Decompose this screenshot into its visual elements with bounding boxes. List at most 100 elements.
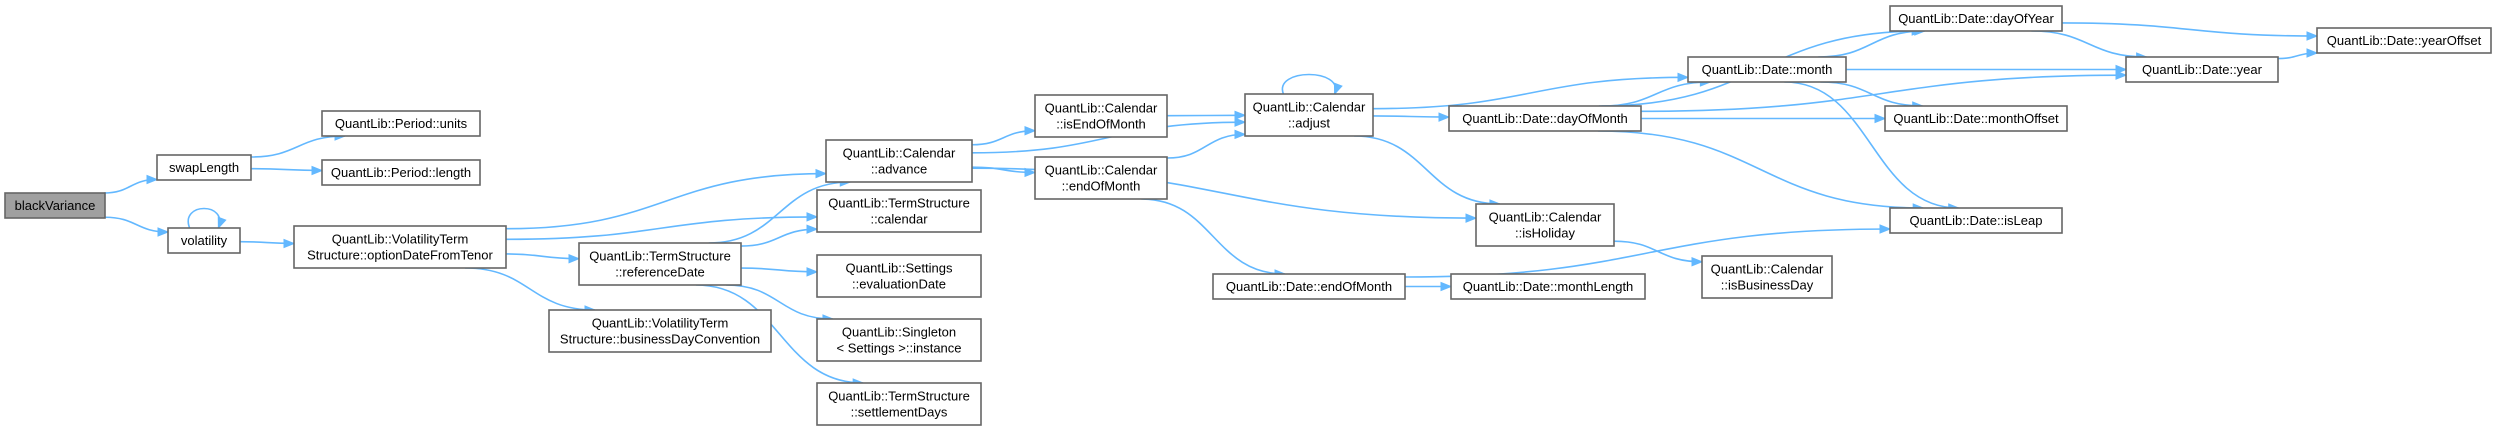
node-label-line: swapLength bbox=[169, 160, 239, 175]
node-label-line: ::evaluationDate bbox=[852, 277, 946, 292]
node-label-line: ::referenceDate bbox=[615, 265, 705, 280]
edge-blackVariance-to-swapLength bbox=[104, 174, 159, 194]
node-label-line: volatility bbox=[181, 233, 228, 248]
node-periodLength[interactable]: QuantLib::Period::length bbox=[321, 159, 481, 186]
node-evaluationDate[interactable]: QuantLib::Settings::evaluationDate bbox=[816, 254, 982, 298]
edge-calendarAdvance-to-calEndOfMonth bbox=[971, 166, 1037, 178]
edge-dayOfMonth-to-year bbox=[1640, 70, 2128, 113]
edge-volatility-to-optionDateFromTenor bbox=[239, 238, 296, 249]
node-label-line: QuantLib::VolatilityTerm bbox=[332, 232, 469, 247]
edge-optionDateFromTenor-to-tsCalendar bbox=[505, 212, 819, 241]
node-optionDateFromTenor[interactable]: QuantLib::VolatilityTermStructure::optio… bbox=[293, 225, 507, 269]
node-label-line: QuantLib::Date::endOfMonth bbox=[1226, 279, 1392, 294]
node-dateEndOfMonth[interactable]: QuantLib::Date::endOfMonth bbox=[1212, 273, 1406, 300]
node-periodUnits[interactable]: QuantLib::Period::units bbox=[321, 110, 481, 137]
node-swapLength[interactable]: swapLength bbox=[156, 154, 252, 181]
node-box bbox=[816, 254, 982, 298]
node-isEndOfMonth[interactable]: QuantLib::Calendar::isEndOfMonth bbox=[1034, 94, 1168, 138]
edge-isHoliday-to-isBusinessDay bbox=[1613, 240, 1704, 267]
node-label-line: QuantLib::Calendar bbox=[1489, 210, 1602, 225]
node-singletonInstance[interactable]: QuantLib::Singleton< Settings >::instanc… bbox=[816, 318, 982, 362]
edge-referenceDate-to-evaluationDate bbox=[740, 267, 819, 277]
node-label-line: QuantLib::TermStructure bbox=[828, 389, 970, 404]
node-isLeap[interactable]: QuantLib::Date::isLeap bbox=[1889, 207, 2063, 234]
node-settlementDays[interactable]: QuantLib::TermStructure::settlementDays bbox=[816, 382, 982, 426]
node-adjust[interactable]: QuantLib::Calendar::adjust bbox=[1244, 93, 1374, 137]
node-box bbox=[167, 227, 241, 254]
edge-referenceDate-to-tsCalendar bbox=[740, 224, 819, 247]
edge-adjust-to-isHoliday bbox=[1354, 135, 1502, 209]
call-edges bbox=[104, 22, 2319, 388]
node-label-line: ::endOfMonth bbox=[1062, 179, 1141, 194]
node-label-line: ::isHoliday bbox=[1515, 226, 1575, 241]
node-label-line: ::calendar bbox=[870, 212, 928, 227]
node-label-line: QuantLib::Period::length bbox=[331, 165, 471, 180]
node-box bbox=[816, 382, 982, 426]
node-label-line: ::isBusinessDay bbox=[1721, 278, 1814, 293]
node-label-line: QuantLib::Date::yearOffset bbox=[2327, 33, 2482, 48]
node-box bbox=[1889, 207, 2063, 234]
edge-adjust-to-dayOfMonth bbox=[1372, 112, 1451, 122]
node-referenceDate[interactable]: QuantLib::TermStructure::referenceDate bbox=[578, 242, 742, 286]
node-yearOffset[interactable]: QuantLib::Date::yearOffset bbox=[2316, 27, 2492, 54]
edge-year-to-yearOffset bbox=[2277, 48, 2319, 60]
node-label-line: QuantLib::Period::units bbox=[335, 116, 468, 131]
node-box bbox=[1889, 5, 2063, 32]
node-box bbox=[1034, 156, 1168, 200]
node-year[interactable]: QuantLib::Date::year bbox=[2125, 56, 2279, 83]
node-calendarAdvance[interactable]: QuantLib::Calendar::advance bbox=[825, 139, 973, 183]
node-businessDayConvention[interactable]: QuantLib::VolatilityTermStructure::busin… bbox=[548, 309, 772, 353]
node-blackVariance: blackVariance bbox=[4, 192, 106, 219]
edge-dayOfMonth-to-monthOffset bbox=[1641, 113, 1887, 124]
edge-dayOfMonth-to-isLeap bbox=[1597, 130, 1925, 213]
node-label-line: QuantLib::TermStructure bbox=[828, 196, 970, 211]
node-box bbox=[1701, 255, 1833, 299]
node-label-line: QuantLib::VolatilityTerm bbox=[592, 316, 729, 331]
node-label-line: QuantLib::Date::dayOfMonth bbox=[1462, 111, 1627, 126]
call-nodes: blackVarianceswapLengthvolatilityQuantLi… bbox=[4, 5, 2492, 426]
node-box bbox=[1687, 56, 1847, 83]
node-label-line: QuantLib::Date::year bbox=[2142, 62, 2263, 77]
node-box bbox=[156, 154, 252, 181]
node-box bbox=[825, 139, 973, 183]
node-box bbox=[293, 225, 507, 269]
node-label-line: QuantLib::Calendar bbox=[1253, 100, 1366, 115]
node-label-line: < Settings >::instance bbox=[836, 341, 961, 356]
edge-calendarAdvance-to-isEndOfMonth bbox=[971, 125, 1037, 146]
node-box bbox=[1448, 105, 1642, 132]
node-label-line: ::settlementDays bbox=[851, 405, 948, 420]
node-label-line: QuantLib::Calendar bbox=[843, 146, 956, 161]
node-label-line: Structure::businessDayConvention bbox=[560, 332, 760, 347]
node-label-line: blackVariance bbox=[15, 198, 96, 213]
node-tsCalendar[interactable]: QuantLib::TermStructure::calendar bbox=[816, 189, 982, 233]
node-box bbox=[1475, 203, 1615, 247]
node-label-line: QuantLib::Singleton bbox=[842, 325, 956, 340]
node-volatility[interactable]: volatility bbox=[167, 227, 241, 254]
node-isBusinessDay[interactable]: QuantLib::Calendar::isBusinessDay bbox=[1701, 255, 1833, 299]
node-box bbox=[816, 318, 982, 362]
node-label-line: QuantLib::Date::month bbox=[1702, 62, 1833, 77]
node-box bbox=[1884, 105, 2068, 132]
node-dayOfYear[interactable]: QuantLib::Date::dayOfYear bbox=[1889, 5, 2063, 32]
node-monthOffset[interactable]: QuantLib::Date::monthOffset bbox=[1884, 105, 2068, 132]
edge-optionDateFromTenor-to-businessDayConvention bbox=[464, 267, 597, 315]
edge-blackVariance-to-volatility bbox=[104, 216, 170, 237]
node-isHoliday[interactable]: QuantLib::Calendar::isHoliday bbox=[1475, 203, 1615, 247]
node-dayOfMonth[interactable]: QuantLib::Date::dayOfMonth bbox=[1448, 105, 1642, 132]
node-box bbox=[1034, 94, 1168, 138]
edge-optionDateFromTenor-to-referenceDate bbox=[505, 253, 581, 264]
node-monthLength[interactable]: QuantLib::Date::monthLength bbox=[1450, 273, 1646, 300]
node-calEndOfMonth[interactable]: QuantLib::Calendar::endOfMonth bbox=[1034, 156, 1168, 200]
node-label-line: ::adjust bbox=[1288, 116, 1330, 131]
node-box bbox=[4, 192, 106, 219]
node-box bbox=[816, 189, 982, 233]
node-label-line: QuantLib::Calendar bbox=[1045, 101, 1158, 116]
node-month[interactable]: QuantLib::Date::month bbox=[1687, 56, 1847, 83]
edge-dayOfYear-to-yearOffset bbox=[2061, 22, 2319, 41]
node-label-line: ::isEndOfMonth bbox=[1056, 117, 1146, 132]
node-box bbox=[2125, 56, 2279, 83]
node-box bbox=[548, 309, 772, 353]
node-label-line: ::advance bbox=[871, 162, 927, 177]
edge-dateEndOfMonth-to-monthLength bbox=[1404, 281, 1453, 292]
